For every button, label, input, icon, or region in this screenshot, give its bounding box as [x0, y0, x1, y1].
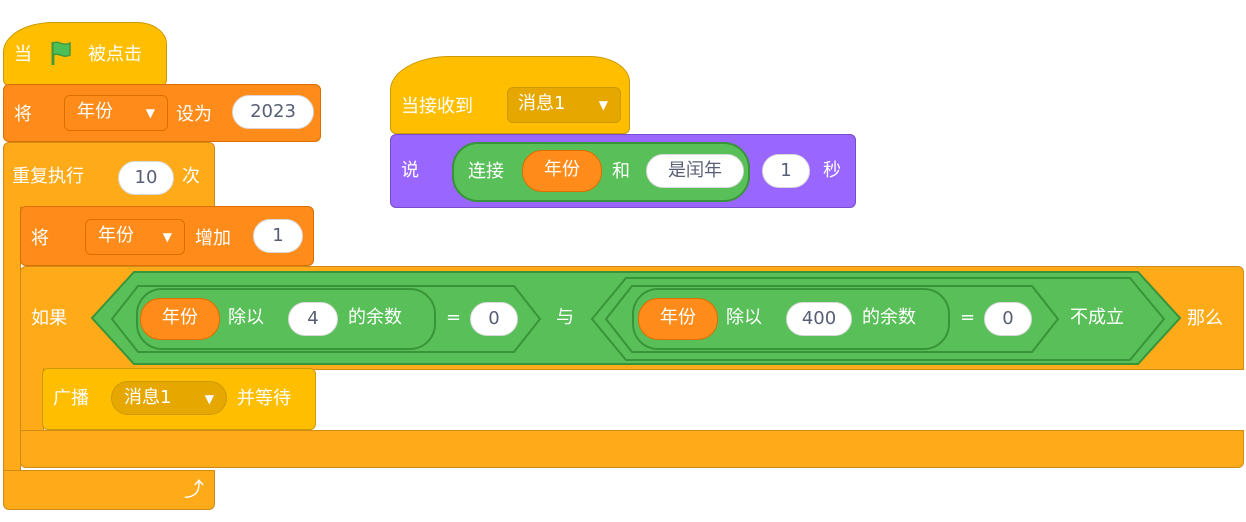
receive-message-dropdown[interactable]: 消息1 ▼ — [507, 87, 621, 123]
equals-rhs-input-1[interactable]: 0 — [470, 302, 518, 336]
say-label: 说 — [401, 160, 419, 181]
not-label: 不成立 — [1070, 307, 1124, 328]
repeat-label: 重复执行 — [12, 166, 84, 187]
when-receive-label: 当接收到 — [401, 96, 473, 117]
change-value-input[interactable]: 1 — [253, 219, 303, 253]
year-variable-reporter-2[interactable]: 年份 — [638, 298, 718, 340]
mod-label-1: 除以 — [228, 307, 264, 328]
hat-when-label: 当 — [14, 44, 32, 65]
repeat-block-arm — [3, 206, 21, 478]
if-label: 如果 — [31, 308, 67, 329]
equals-sign-1: = — [446, 307, 462, 328]
and-label: 与 — [556, 307, 574, 328]
set-variable-dropdown[interactable]: 年份 ▼ — [64, 95, 168, 131]
if-then-block-bottom[interactable] — [20, 430, 1244, 468]
join-text-input[interactable]: 是闰年 — [646, 154, 744, 188]
broadcast-message-name: 消息1 — [124, 387, 172, 408]
hat-clicked-label: 被点击 — [88, 44, 142, 65]
broadcast-and-wait-block[interactable]: 广播 消息1 ▼ 并等待 — [42, 368, 316, 430]
change-variable-dropdown[interactable]: 年份 ▼ — [85, 219, 185, 255]
dropdown-caret-icon: ▼ — [145, 106, 155, 120]
set-prefix-label: 将 — [14, 104, 32, 125]
dropdown-caret-icon: ▼ — [598, 98, 608, 112]
year-variable-reporter-1[interactable]: 年份 — [140, 298, 220, 340]
say-year-variable-reporter[interactable]: 年份 — [522, 150, 602, 192]
equals-rhs-input-2[interactable]: 0 — [984, 302, 1032, 336]
set-to-label: 设为 — [176, 104, 212, 125]
mod-divisor-input-1[interactable]: 4 — [288, 302, 338, 336]
broadcast-label: 广播 — [53, 388, 89, 409]
repeat-block-top[interactable]: 重复执行 10 次 — [3, 142, 215, 208]
mod-divisor-input-2[interactable]: 400 — [786, 302, 852, 336]
dropdown-caret-icon: ▼ — [204, 392, 214, 406]
join-and-label: 和 — [612, 161, 630, 182]
set-variable-name: 年份 — [77, 101, 113, 122]
repeat-times-label: 次 — [182, 166, 200, 187]
repeat-block-bottom[interactable]: ⤴ — [3, 470, 215, 510]
green-flag-icon — [51, 41, 71, 65]
remainder-label-2: 的余数 — [862, 307, 916, 328]
set-value-input[interactable]: 2023 — [232, 95, 314, 129]
then-label: 那么 — [1187, 308, 1223, 329]
change-variable-name: 年份 — [98, 225, 134, 246]
when-i-receive-hat[interactable]: 当接收到 消息1 ▼ — [390, 56, 630, 134]
receive-message-name: 消息1 — [518, 93, 566, 114]
set-variable-block[interactable]: 将 年份 ▼ 设为 2023 — [3, 84, 321, 142]
broadcast-wait-label: 并等待 — [237, 388, 291, 409]
repeat-count-input[interactable]: 10 — [118, 161, 174, 195]
if-then-block-arm — [20, 368, 44, 434]
change-by-label: 增加 — [195, 228, 231, 249]
equals-sign-2: = — [960, 307, 976, 328]
mod-label-2: 除以 — [726, 307, 762, 328]
change-prefix-label: 将 — [31, 228, 49, 249]
when-flag-clicked-hat[interactable]: 当 被点击 — [3, 22, 167, 86]
dropdown-caret-icon: ▼ — [162, 230, 172, 244]
loop-arrow-icon: ⤴ — [184, 477, 204, 501]
change-variable-block[interactable]: 将 年份 ▼ 增加 1 — [20, 206, 314, 266]
broadcast-message-dropdown[interactable]: 消息1 ▼ — [111, 381, 227, 415]
say-unit-label: 秒 — [823, 160, 841, 181]
remainder-label-1: 的余数 — [348, 307, 402, 328]
join-label: 连接 — [468, 161, 504, 182]
say-seconds-input[interactable]: 1 — [762, 154, 810, 188]
